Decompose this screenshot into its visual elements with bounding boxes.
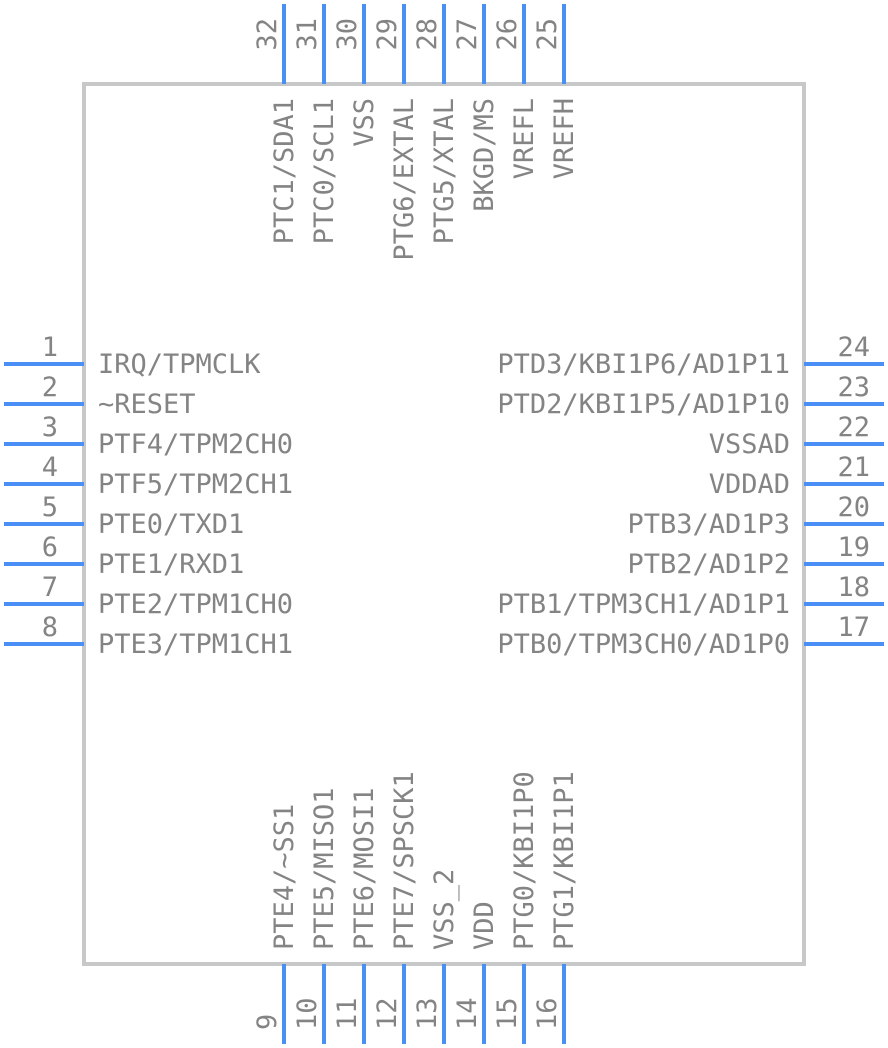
pin-12-number: 12 <box>372 997 403 1030</box>
pin-11-name: PTE6/MOSI1 <box>349 787 380 950</box>
pin-18-name: PTB1/TPM3CH1/AD1P1 <box>497 589 790 620</box>
pin-7-name: PTE2/TPM1CH0 <box>98 589 293 620</box>
pin-4-name: PTF5/TPM2CH1 <box>98 469 293 500</box>
pin-15-number: 15 <box>492 997 523 1030</box>
pin-24-name: PTD3/KBI1P6/AD1P11 <box>497 349 790 380</box>
pin-24-number: 24 <box>837 332 870 363</box>
pin-32-name: PTC1/SDA1 <box>269 98 300 244</box>
pin-28-number: 28 <box>412 18 443 51</box>
pin-5-name: PTE0/TXD1 <box>98 509 244 540</box>
pin-23-number: 23 <box>837 372 870 403</box>
pin-6-name: PTE1/RXD1 <box>98 549 244 580</box>
pin-11-number: 11 <box>332 997 363 1030</box>
pin-17-name: PTB0/TPM3CH0/AD1P0 <box>497 629 790 660</box>
pin-29-name: PTG6/EXTAL <box>389 98 420 261</box>
pin-15-name: PTG0/KBI1P0 <box>509 771 540 950</box>
pin-31-name: PTC0/SCL1 <box>309 98 340 244</box>
pin-20-number: 20 <box>837 492 870 523</box>
pin-23-name: PTD2/KBI1P5/AD1P10 <box>497 389 790 420</box>
pin-7-number: 7 <box>42 572 58 603</box>
pin-2-name: ~RESET <box>98 389 196 420</box>
pin-25-number: 25 <box>532 18 563 51</box>
pin-8-number: 8 <box>42 612 58 643</box>
pin-8-name: PTE3/TPM1CH1 <box>98 629 293 660</box>
pin-3-number: 3 <box>42 412 58 443</box>
pin-21-name: VDDAD <box>709 469 790 500</box>
pin-9-number: 9 <box>252 1014 283 1030</box>
pin-32-number: 32 <box>252 18 283 51</box>
pin-30-number: 30 <box>332 18 363 51</box>
pin-25-name: VREFH <box>549 98 580 179</box>
pin-19-name: PTB2/AD1P2 <box>627 549 790 580</box>
pin-31-number: 31 <box>292 18 323 51</box>
ic-body <box>82 82 806 966</box>
pin-4-number: 4 <box>42 452 58 483</box>
pin-18-number: 18 <box>837 572 870 603</box>
pin-2-number: 2 <box>42 372 58 403</box>
pin-14-name: VDD <box>469 901 500 950</box>
pin-5-number: 5 <box>42 492 58 523</box>
pin-19-number: 19 <box>837 532 870 563</box>
pin-13-number: 13 <box>412 997 443 1030</box>
pin-29-number: 29 <box>372 18 403 51</box>
pin-30-name: VSS <box>349 98 380 147</box>
pin-16-number: 16 <box>532 997 563 1030</box>
pin-28-name: PTG5/XTAL <box>429 98 460 244</box>
pin-12-name: PTE7/SPSCK1 <box>389 771 420 950</box>
pin-21-number: 21 <box>837 452 870 483</box>
pin-16-name: PTG1/KBI1P1 <box>549 771 580 950</box>
pin-10-number: 10 <box>292 997 323 1030</box>
pin-10-name: PTE5/MISO1 <box>309 787 340 950</box>
pin-22-name: VSSAD <box>709 429 790 460</box>
pin-22-number: 22 <box>837 412 870 443</box>
pin-1-name: IRQ/TPMCLK <box>98 349 261 380</box>
pin-26-name: VREFL <box>509 98 540 179</box>
pin-20-name: PTB3/AD1P3 <box>627 509 790 540</box>
pin-27-name: BKGD/MS <box>469 98 500 212</box>
pin-9-name: PTE4/~SS1 <box>269 804 300 950</box>
pin-17-number: 17 <box>837 612 870 643</box>
pin-6-number: 6 <box>42 532 58 563</box>
pin-26-number: 26 <box>492 18 523 51</box>
pin-1-number: 1 <box>42 332 58 363</box>
pin-13-name: VSS_2 <box>429 869 460 950</box>
pin-14-number: 14 <box>452 997 483 1030</box>
pin-3-name: PTF4/TPM2CH0 <box>98 429 293 460</box>
pin-27-number: 27 <box>452 18 483 51</box>
